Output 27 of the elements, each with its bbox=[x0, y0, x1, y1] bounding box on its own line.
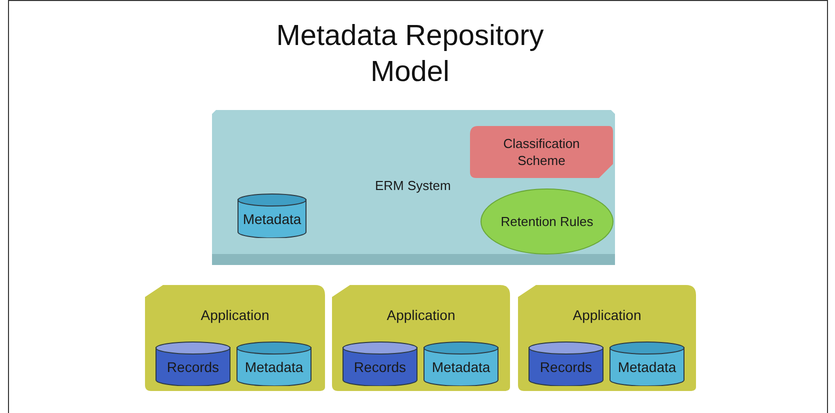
rules-ellipse bbox=[480, 188, 614, 255]
node-label: Metadata bbox=[242, 210, 302, 229]
node-label: ERM System bbox=[375, 177, 451, 195]
node-label: Metadata bbox=[430, 358, 492, 377]
node-label: Records bbox=[538, 358, 594, 377]
database-cylinder bbox=[237, 193, 307, 238]
node-label: Application bbox=[200, 306, 270, 325]
node-label: Records bbox=[166, 358, 220, 377]
node-label: Records bbox=[352, 358, 408, 377]
node-label: Application bbox=[572, 306, 642, 325]
diagram-title: Metadata Repository Model bbox=[275, 19, 545, 90]
node-label: Classification Scheme bbox=[502, 135, 581, 170]
node-label: Metadata bbox=[244, 358, 304, 377]
database-cylinder bbox=[236, 341, 312, 386]
database-cylinder bbox=[528, 341, 604, 386]
database-cylinder bbox=[155, 341, 231, 386]
node-label: Metadata bbox=[616, 358, 678, 377]
database-cylinder bbox=[609, 341, 685, 386]
database-cylinder bbox=[423, 341, 499, 386]
scheme-shape bbox=[470, 126, 613, 178]
database-cylinder bbox=[342, 341, 418, 386]
application-panel bbox=[332, 283, 510, 391]
node-label: Retention Rules bbox=[500, 212, 594, 231]
system-panel bbox=[212, 110, 615, 265]
application-panel bbox=[518, 283, 696, 391]
node-label: Application bbox=[386, 306, 456, 325]
application-panel bbox=[145, 283, 325, 391]
